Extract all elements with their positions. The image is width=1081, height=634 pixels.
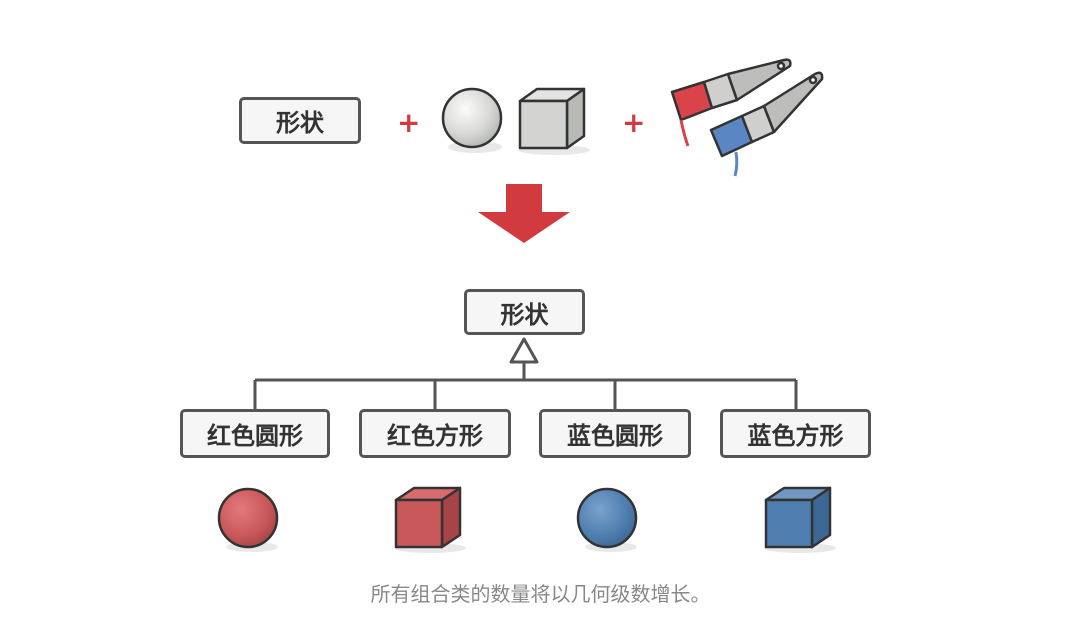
red-cube-icon xyxy=(394,486,466,553)
child-label: 红色圆形 xyxy=(207,422,303,450)
plus-sign-1: + xyxy=(397,106,421,139)
grey-cube-icon xyxy=(518,87,590,155)
child-label: 蓝色方形 xyxy=(747,422,844,450)
blue-sphere-icon xyxy=(576,487,638,552)
parent-shape-box: 形状 xyxy=(464,289,585,335)
red-paint-brush-icon xyxy=(670,58,792,147)
plus-sign-2: + xyxy=(622,106,646,139)
parent-shape-label: 形状 xyxy=(500,300,549,329)
child-box-red-circle: 红色圆形 xyxy=(180,409,330,458)
blue-paint-brush-icon xyxy=(709,71,824,177)
inheritance-connectors xyxy=(253,362,798,410)
child-label: 红色方形 xyxy=(387,422,483,450)
top-shape-label: 形状 xyxy=(276,109,324,137)
grey-sphere-icon xyxy=(441,87,503,153)
caption-text: 所有组合类的数量将以几何级数增长。 xyxy=(370,582,711,606)
blue-cube-icon xyxy=(764,486,836,553)
top-shape-box: 形状 xyxy=(239,97,361,144)
child-box-blue-circle: 蓝色圆形 xyxy=(539,409,691,458)
child-box-blue-square: 蓝色方形 xyxy=(720,409,871,458)
red-sphere-icon xyxy=(217,487,279,552)
child-box-red-square: 红色方形 xyxy=(359,409,511,458)
child-label: 蓝色圆形 xyxy=(567,422,663,450)
down-arrow-icon xyxy=(478,184,570,243)
inheritance-triangle-icon xyxy=(509,337,539,364)
